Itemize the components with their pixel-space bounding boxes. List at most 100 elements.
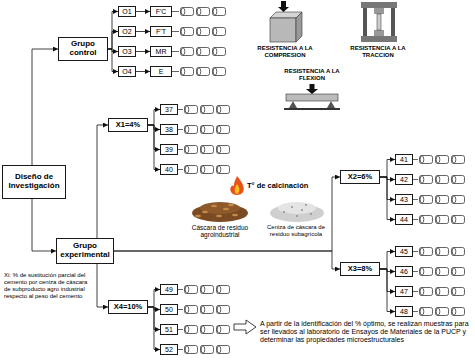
box-text: 39 (165, 146, 173, 154)
box-text: O1 (122, 8, 131, 16)
box-text: O4 (122, 68, 131, 76)
step-box: 43 (395, 194, 413, 205)
specimen-icons (185, 126, 230, 134)
step-box: 50 (160, 304, 178, 315)
flexion-test-icon (284, 84, 340, 110)
grain (211, 205, 217, 207)
load-arrow (278, 7, 289, 12)
percentage-box: X2=6% (340, 170, 380, 184)
step-box: 45 (395, 246, 413, 257)
beam (286, 94, 338, 101)
ash-pile (270, 202, 324, 222)
specimen-icons (420, 288, 465, 296)
group-box: Grupo control (58, 37, 108, 61)
box-text: 49 (165, 286, 173, 294)
box-text: MR (156, 48, 167, 56)
connector-arrow (97, 264, 108, 307)
step-box: 47 (395, 286, 413, 297)
grip (374, 30, 384, 36)
load-arrow (281, 1, 286, 7)
specimen-icons (185, 306, 230, 314)
connector-arrow (148, 125, 160, 170)
leader-line (178, 129, 183, 130)
legend-note: Xi: % de sustitución parcial del cemento… (4, 272, 90, 300)
box-text: 48 (400, 308, 408, 316)
material-caption: Ceniza de cáscara de residuo subagrícola (262, 224, 330, 238)
step-box: O2 (118, 26, 136, 37)
step-box: 42 (395, 174, 413, 185)
specimen-icons (185, 166, 230, 174)
material-caption: Cáscara de residuo agroindustrial (178, 224, 262, 239)
grip (374, 8, 384, 14)
speck (291, 206, 293, 208)
leader-line (413, 291, 418, 292)
connector-arrow (148, 290, 160, 308)
box-text: 41 (400, 156, 408, 164)
speck (283, 211, 285, 213)
leader-line (172, 71, 179, 72)
husk-grains (195, 204, 238, 217)
step-box: 40 (160, 164, 178, 175)
leader-line (413, 271, 418, 272)
specimen-icons (420, 308, 465, 316)
leader-line (178, 289, 183, 290)
step-box: O1 (118, 6, 136, 17)
speck (296, 215, 298, 217)
connector-arrow (32, 199, 56, 251)
connector-arrow (108, 49, 118, 72)
step-box: 49 (160, 284, 178, 295)
specimen-icons (181, 28, 226, 36)
box-text: 47 (400, 288, 408, 296)
leader-line (178, 309, 183, 310)
box-text: F'T (156, 28, 166, 36)
grain (195, 215, 201, 217)
box-text: 44 (400, 216, 408, 224)
step-box: F'C (150, 6, 172, 17)
connector-arrow (108, 32, 118, 50)
box-text: X2=6% (348, 173, 372, 181)
process-label: T° de calcinación (247, 182, 329, 191)
specimen-icons (420, 156, 465, 164)
step-box: MR (150, 46, 172, 57)
connector-arrow (380, 177, 395, 200)
specimen-icons (420, 176, 465, 184)
connector-arrow (136, 31, 150, 32)
leader-line (178, 109, 183, 110)
box-text: Grupo experimental (59, 242, 111, 260)
step-box: E (150, 66, 172, 77)
leader-line (172, 11, 179, 12)
specimen-icons (185, 106, 230, 114)
footnote: A partir de la identificación del % ópti… (260, 320, 470, 344)
connector-arrow (136, 71, 150, 72)
cube-side (296, 12, 302, 42)
support (327, 101, 335, 108)
specimen-icons (420, 268, 465, 276)
leader-line (172, 31, 179, 32)
connector-arrow (108, 12, 118, 50)
machine-base (361, 36, 397, 42)
pile (200, 202, 240, 214)
cube-front (270, 18, 296, 42)
step-box: 51 (160, 324, 178, 335)
step-box: 41 (395, 154, 413, 165)
flame-icon (230, 176, 243, 195)
box-text: X3=8% (348, 265, 372, 273)
specimen-icons (185, 326, 230, 334)
leader-line (178, 329, 183, 330)
percentage-box: X1=4% (108, 118, 148, 132)
box-text: F'C (156, 8, 167, 16)
flame (230, 176, 243, 195)
box-text: 37 (165, 106, 173, 114)
box-text: X4=10% (114, 303, 143, 311)
connector-arrow (136, 11, 150, 12)
specimen (377, 14, 381, 30)
test-caption: RESISTENCIA A LA TRACCION (345, 45, 411, 59)
box-text: 46 (400, 268, 408, 276)
box-text: O2 (122, 28, 131, 36)
specimen-icons (420, 196, 465, 204)
leader-line (413, 311, 418, 312)
load-arrow (306, 89, 318, 94)
flame-core (235, 184, 240, 194)
box-text: 50 (165, 306, 173, 314)
